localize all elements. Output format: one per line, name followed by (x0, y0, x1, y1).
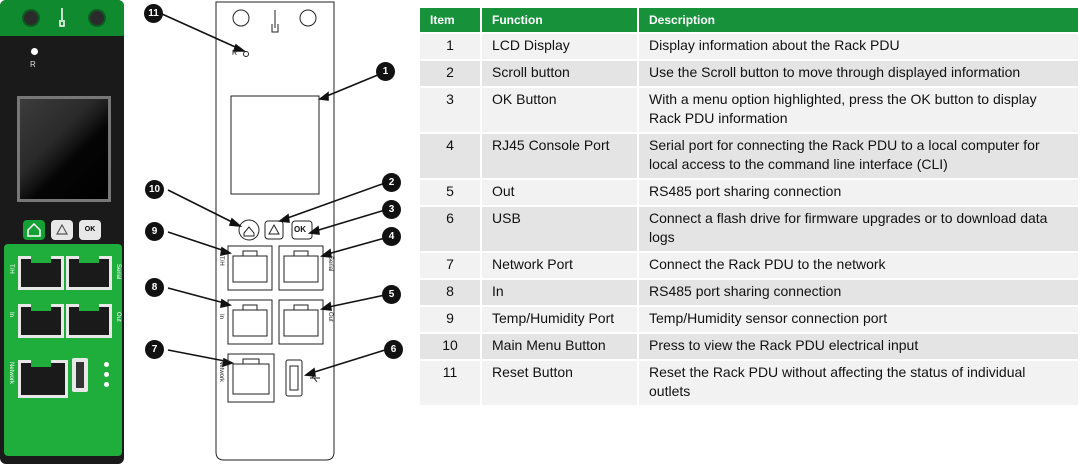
main-menu-button[interactable] (23, 220, 45, 240)
cell-item: 6 (420, 207, 482, 251)
callout-badge: 8 (145, 278, 164, 297)
header-item: Item (420, 8, 482, 32)
callout-badge: 7 (145, 340, 164, 359)
cell-description: Connect a flash drive for firmware upgra… (639, 207, 1080, 251)
cell-description: RS485 port sharing connection (639, 280, 1080, 305)
header-function: Function (482, 8, 639, 32)
triangle-up-icon (55, 223, 69, 235)
callout-badge: 2 (382, 173, 401, 192)
cell-item: 7 (420, 253, 482, 278)
table-header-row: Item Function Description (420, 8, 1080, 32)
cell-description: Temp/Humidity sensor connection port (639, 307, 1080, 332)
cell-description: Display information about the Rack PDU (639, 34, 1080, 59)
hook-icon (59, 8, 65, 27)
screw-icon (22, 9, 40, 27)
network-port[interactable] (18, 360, 68, 398)
home-icon (27, 223, 41, 237)
usb-port[interactable] (72, 358, 88, 392)
scroll-button[interactable] (51, 220, 73, 240)
indicator-dot (104, 362, 109, 367)
cell-item: 2 (420, 61, 482, 86)
cell-item: 8 (420, 280, 482, 305)
cell-function: Main Menu Button (482, 334, 639, 359)
drawing-ok-label: OK (294, 225, 306, 234)
lcd-display (17, 96, 111, 202)
pdu-line-drawing: 1 2 3 4 5 6 7 8 9 10 11 R OK T/H Serial … (140, 0, 420, 464)
cell-item: 11 (420, 361, 482, 405)
drawing-port-label-th: T/H (218, 256, 224, 266)
header-description: Description (639, 8, 1080, 32)
cell-item: 9 (420, 307, 482, 332)
port-label-th: T/H (8, 264, 14, 274)
drawing-port-label-out: Out (327, 312, 333, 322)
cell-item: 5 (420, 180, 482, 205)
cell-description: Serial port for connecting the Rack PDU … (639, 134, 1080, 178)
port-label-out: Out (115, 312, 121, 322)
callout-badge: 10 (145, 180, 164, 199)
cell-description: Connect the Rack PDU to the network (639, 253, 1080, 278)
cell-function: In (482, 280, 639, 305)
cell-function: LCD Display (482, 34, 639, 59)
callout-badge: 11 (144, 4, 163, 23)
cell-function: Scroll button (482, 61, 639, 86)
callout-badge: 6 (384, 340, 403, 359)
cell-description: With a menu option highlighted, press th… (639, 88, 1080, 132)
port-label-network: Network (8, 362, 14, 385)
serial-port[interactable] (66, 256, 112, 290)
out-port[interactable] (66, 304, 112, 338)
drawing-port-label-serial: Serial (327, 256, 333, 272)
in-port[interactable] (18, 304, 64, 338)
cell-function: Temp/Humidity Port (482, 307, 639, 332)
pdu-photo: R OK T/H Serial In Out Network (0, 0, 124, 464)
cell-item: 1 (420, 34, 482, 59)
photo-port-block: T/H Serial In Out Network (4, 244, 122, 456)
cell-function: Network Port (482, 253, 639, 278)
th-port[interactable] (18, 256, 64, 290)
cell-function: RJ45 Console Port (482, 134, 639, 178)
indicator-dot (104, 382, 109, 387)
reset-label: R (30, 60, 36, 69)
cell-description: RS485 port sharing connection (639, 180, 1080, 205)
cell-function: Reset Button (482, 361, 639, 405)
callout-badge: 4 (382, 227, 401, 246)
cell-description: Press to view the Rack PDU electrical in… (639, 334, 1080, 359)
cell-function: OK Button (482, 88, 639, 132)
screw-icon (88, 9, 106, 27)
port-label-serial: Serial (115, 264, 121, 280)
drawing-outline (161, 1, 386, 461)
cell-function: Out (482, 180, 639, 205)
drawing-port-label-in: In (218, 314, 224, 320)
callout-badge: 3 (382, 200, 401, 219)
callout-badge: 1 (376, 62, 395, 81)
drawing-reset-label: R (232, 50, 238, 57)
port-label-in: In (8, 312, 14, 318)
cell-function: USB (482, 207, 639, 251)
cell-item: 10 (420, 334, 482, 359)
cell-item: 3 (420, 88, 482, 132)
callout-badge: 5 (382, 285, 401, 304)
reset-led (31, 48, 38, 55)
ok-button[interactable]: OK (79, 220, 101, 240)
cell-item: 4 (420, 134, 482, 178)
indicator-dot (104, 372, 109, 377)
cell-description: Reset the Rack PDU without affecting the… (639, 361, 1080, 405)
cell-description: Use the Scroll button to move through di… (639, 61, 1080, 86)
drawing-port-label-network: Network (218, 360, 224, 383)
callout-badge: 9 (145, 222, 164, 241)
